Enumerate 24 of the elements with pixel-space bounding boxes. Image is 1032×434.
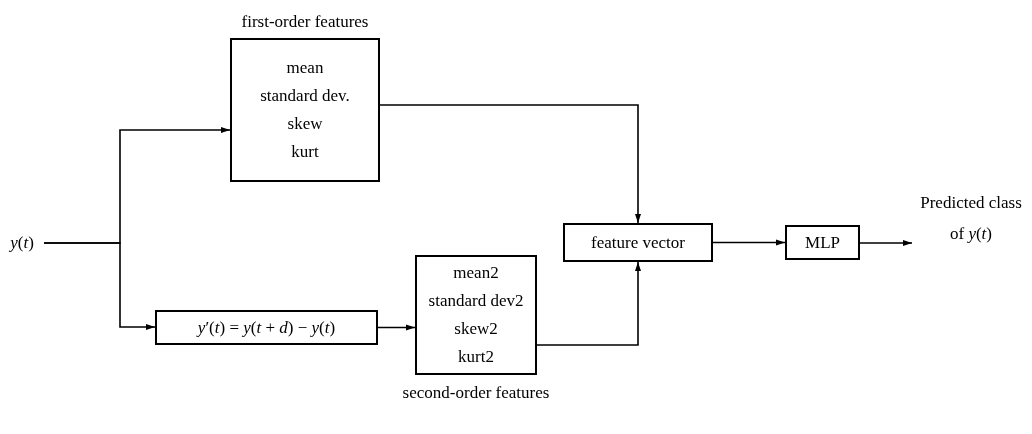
process-box <box>563 223 713 262</box>
arrow <box>859 240 913 246</box>
arrow <box>536 261 641 346</box>
box-label: MLP <box>805 231 840 254</box>
box-label: feature vector <box>591 231 685 254</box>
box-label: y′(t) = y(t + d) − y(t) <box>197 316 336 339</box>
feature-label: skew2 <box>454 318 498 340</box>
feature-label: kurt2 <box>458 346 494 369</box>
feature-label: skew <box>287 113 323 135</box>
feature-label: mean2 <box>453 261 499 284</box>
feature-label: mean <box>286 56 324 79</box>
arrow <box>712 239 786 246</box>
group-heading: second-order features <box>402 381 550 404</box>
group-heading: first-order features <box>241 11 369 33</box>
arrow <box>377 324 416 331</box>
feature-label: standard dev. <box>260 84 350 107</box>
feature-label: standard dev2 <box>428 289 524 312</box>
process-box <box>155 310 378 345</box>
arrow <box>43 242 156 330</box>
text-label: y(t) <box>10 231 34 254</box>
feature-label: kurt <box>291 141 319 164</box>
text-label: Predicted class of y(t) <box>919 192 1023 245</box>
arrow <box>379 104 641 224</box>
process-box <box>785 225 860 260</box>
